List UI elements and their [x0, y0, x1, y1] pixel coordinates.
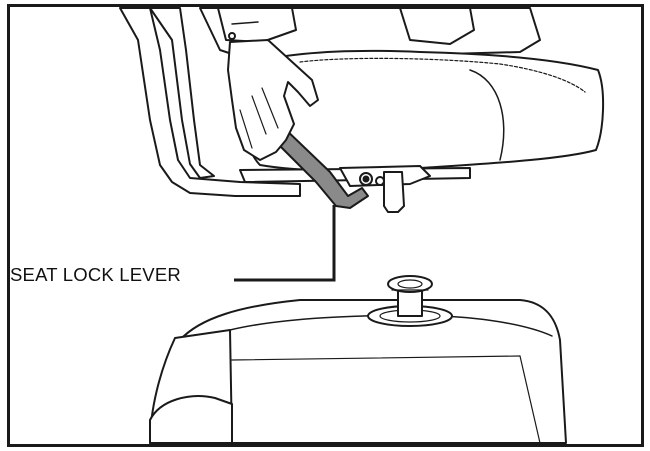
- seat-post-top: [387, 275, 433, 293]
- second-sleeve: [399, 7, 475, 45]
- callout-leader-line: [234, 205, 336, 282]
- sleeve: [217, 7, 297, 43]
- seat-assembly: [119, 7, 605, 213]
- hand-on-lever: [217, 7, 475, 161]
- seat-back-frame: [119, 7, 301, 197]
- figure-border: [7, 4, 644, 447]
- scooter-base: [149, 275, 567, 444]
- seat-cushion-seam: [299, 57, 586, 93]
- seat-cushion-front: [469, 69, 505, 161]
- seat-lock-lever-label: SEAT LOCK LEVER: [10, 264, 181, 285]
- mount-bolt: [375, 176, 385, 186]
- seat-swivel-post: [383, 171, 405, 213]
- seat-lock-lever: [267, 125, 369, 209]
- wheel-arch: [149, 395, 233, 444]
- glove: [227, 39, 319, 161]
- seat-cushion: [238, 49, 605, 172]
- armrest-bracket: [149, 7, 215, 179]
